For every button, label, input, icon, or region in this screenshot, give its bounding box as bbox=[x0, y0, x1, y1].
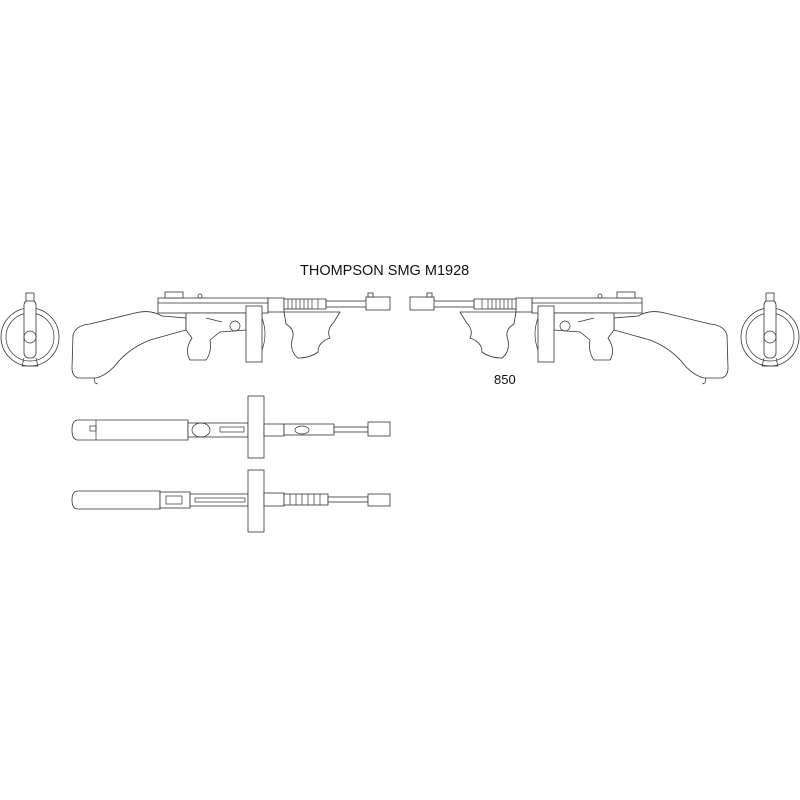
front-view-left bbox=[0, 292, 60, 367]
top-view bbox=[71, 395, 391, 459]
side-view-left bbox=[71, 291, 391, 385]
drawing-title: THOMPSON SMG M1928 bbox=[300, 263, 470, 279]
front-view-right bbox=[740, 292, 800, 367]
bottom-view bbox=[71, 469, 391, 533]
side-view-right bbox=[409, 291, 729, 385]
scale-label: 850 bbox=[494, 372, 516, 387]
